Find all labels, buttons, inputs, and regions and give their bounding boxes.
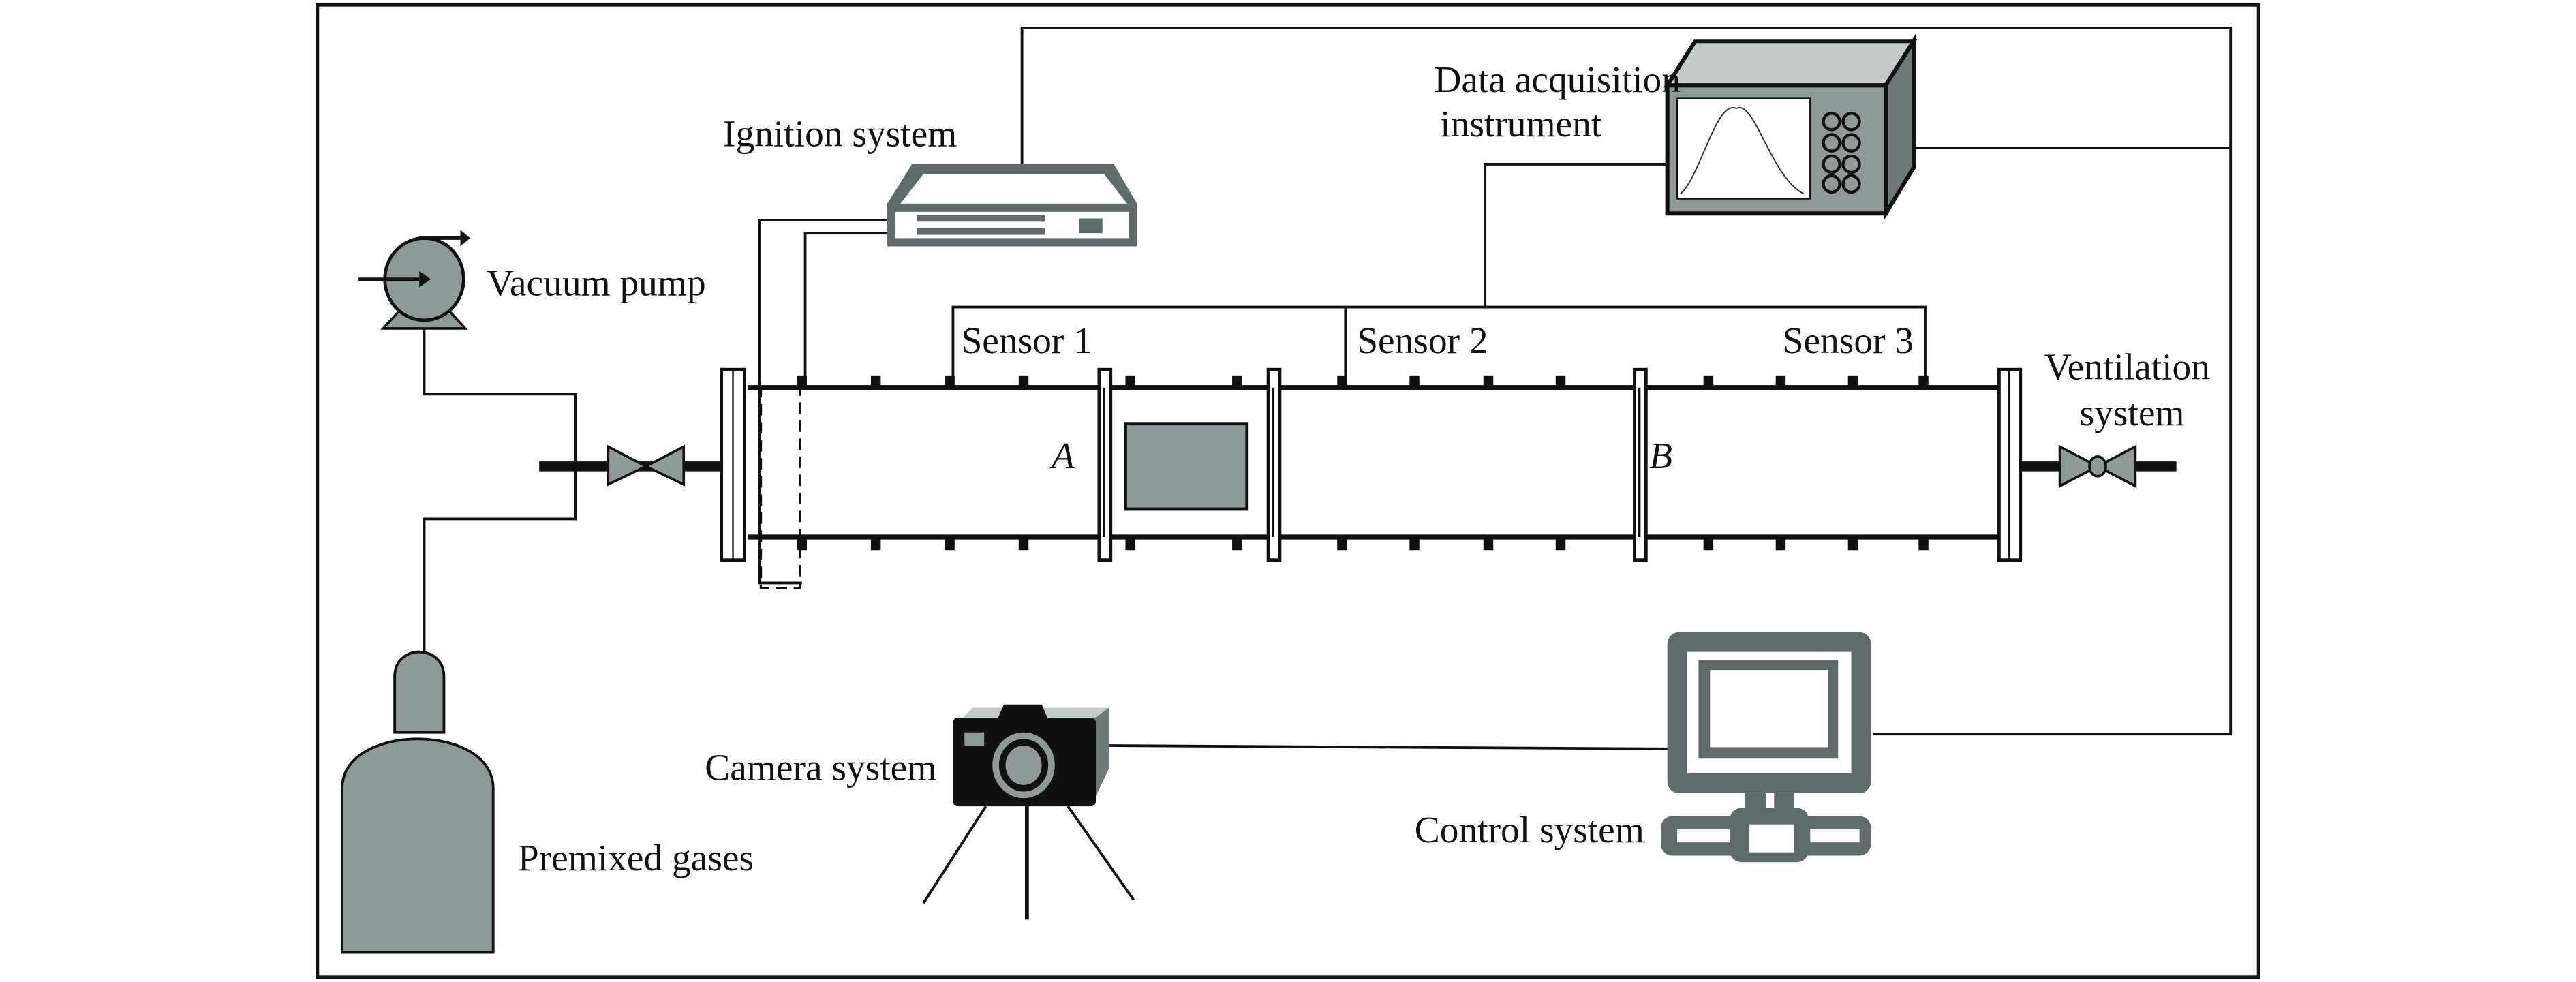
pipe-pump bbox=[423, 328, 577, 652]
ventilation-valve-icon bbox=[2058, 444, 2137, 489]
sensor3-label: Sensor 3 bbox=[1783, 320, 1914, 361]
camera-icon bbox=[922, 704, 1135, 920]
pressure-port-tick bbox=[1337, 375, 1347, 390]
pressure-port-tick bbox=[797, 375, 807, 390]
wire-ignition-to-bus bbox=[1020, 27, 2233, 736]
camera-system-label: Camera system bbox=[705, 747, 936, 788]
pressure-port-tick bbox=[1125, 375, 1135, 390]
ventilation-label-line2: system bbox=[2080, 392, 2185, 433]
pressure-port-tick bbox=[1847, 536, 1858, 551]
section-a-label: A bbox=[1049, 435, 1075, 476]
ignition-system-label: Ignition system bbox=[723, 112, 957, 154]
wire-camera-to-control bbox=[1109, 744, 1668, 750]
pressure-port-tick bbox=[1409, 375, 1420, 390]
pressure-port-tick bbox=[1555, 536, 1566, 551]
wire-daq-to-sensors bbox=[1484, 163, 1668, 307]
wire-ignition-2 bbox=[803, 232, 917, 383]
vacuum-pump-label: Vacuum pump bbox=[487, 262, 706, 304]
pressure-port-tick bbox=[1018, 536, 1029, 551]
premixed-gases-label: Premixed gases bbox=[518, 837, 754, 878]
pressure-port-tick bbox=[797, 536, 807, 551]
pressure-port-tick bbox=[1232, 536, 1242, 551]
pressure-port-ticks bbox=[797, 375, 1929, 551]
pressure-port-tick bbox=[1483, 536, 1494, 551]
pressure-port-tick bbox=[1018, 375, 1029, 390]
ignition-system-icon bbox=[887, 164, 1137, 247]
pressure-port-tick bbox=[870, 536, 881, 551]
pressure-port-tick bbox=[1337, 536, 1347, 551]
pressure-port-tick bbox=[1703, 536, 1714, 551]
pressure-port-tick bbox=[1847, 375, 1858, 390]
pressure-port-tick bbox=[945, 536, 955, 551]
explosion-tube bbox=[720, 367, 2023, 589]
section-b-label: B bbox=[1649, 435, 1672, 476]
pressure-port-tick bbox=[1125, 536, 1135, 551]
pressure-port-tick bbox=[1483, 375, 1494, 390]
gas-cylinder-icon bbox=[341, 650, 495, 954]
pressure-port-tick bbox=[945, 375, 955, 390]
pressure-port-tick bbox=[1703, 375, 1714, 390]
pressure-port-tick bbox=[1232, 375, 1242, 390]
daq-label-line1: Data acquisition bbox=[1434, 59, 1681, 100]
inlet-valve-icon bbox=[607, 444, 686, 487]
pressure-port-tick bbox=[1409, 536, 1420, 551]
figure-frame bbox=[316, 3, 2260, 979]
sensor-bus bbox=[951, 305, 1927, 383]
control-system-label: Control system bbox=[1415, 809, 1644, 850]
data-acquisition-instrument-icon bbox=[1663, 33, 1918, 221]
sensor1-label: Sensor 1 bbox=[961, 320, 1092, 361]
sensor2-label: Sensor 2 bbox=[1357, 320, 1488, 361]
pressure-port-tick bbox=[1918, 375, 1929, 390]
ventilation-label-line1: Ventilation bbox=[2044, 346, 2210, 388]
daq-label-line2: instrument bbox=[1440, 103, 1602, 144]
pressure-port-tick bbox=[1775, 375, 1786, 390]
pressure-port-tick bbox=[1918, 536, 1929, 551]
control-computer-icon bbox=[1661, 632, 1871, 863]
pressure-port-tick bbox=[1555, 375, 1566, 390]
vacuum-pump-icon bbox=[358, 230, 470, 330]
pressure-port-tick bbox=[870, 375, 881, 390]
wire-ignition-1 bbox=[758, 218, 917, 585]
pressure-port-tick bbox=[1775, 536, 1786, 551]
